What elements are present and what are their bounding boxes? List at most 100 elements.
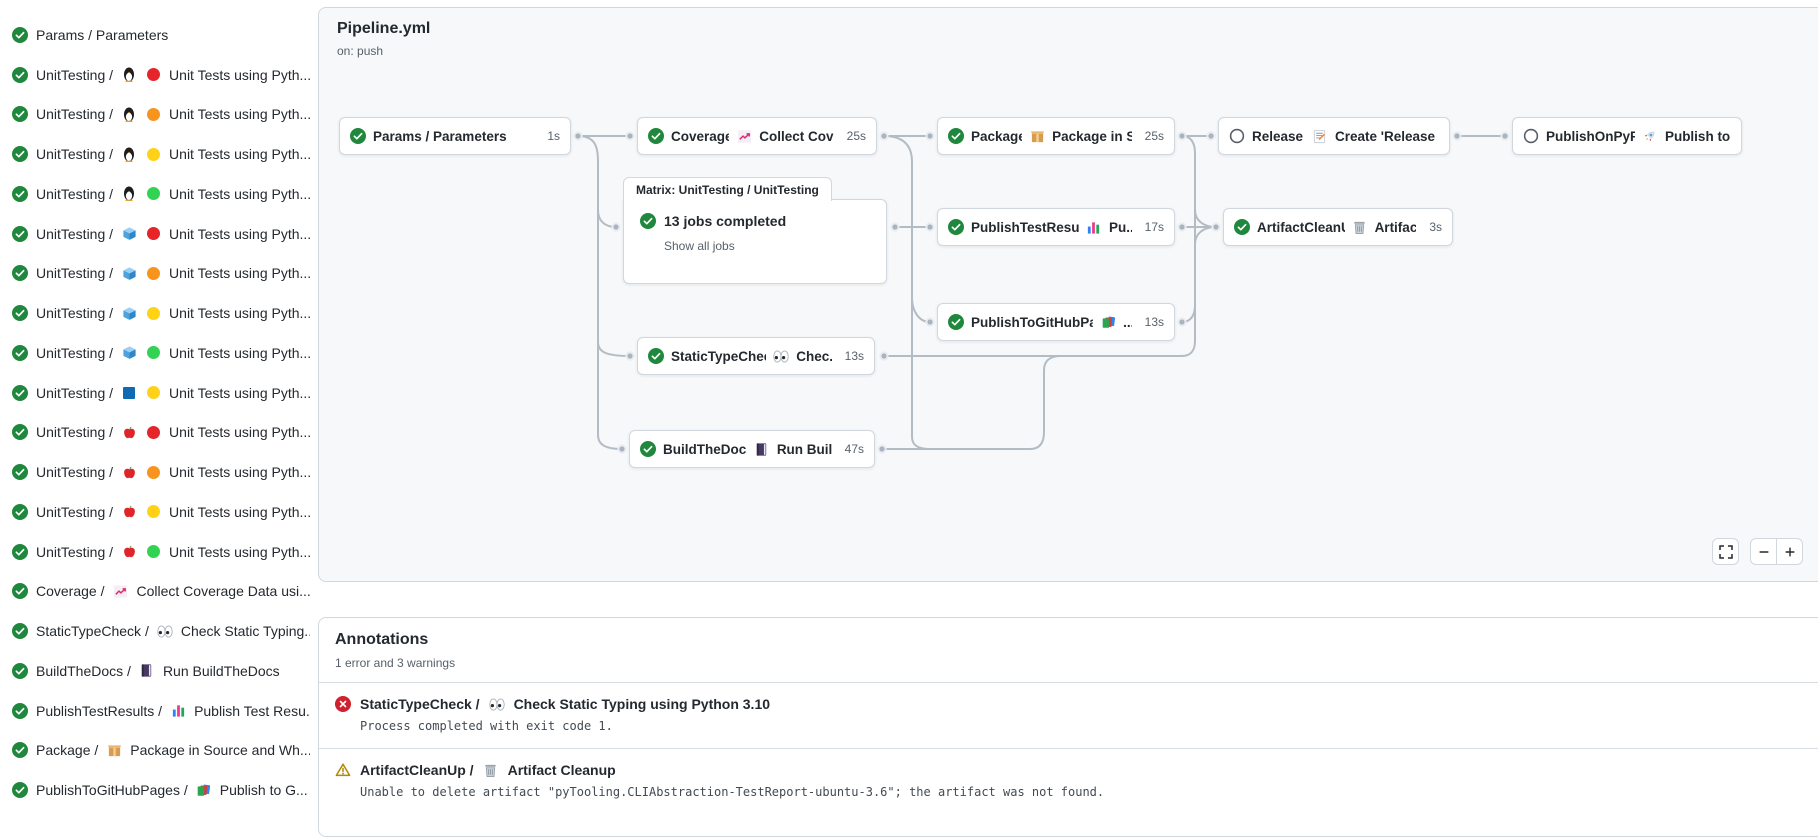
job-list-item[interactable]: BuildTheDocs /Run BuildTheDocs [0, 651, 310, 691]
success-icon [948, 219, 964, 235]
green-dot-icon [145, 544, 161, 560]
blue-cube-icon [121, 305, 137, 321]
yellow-dot-icon [145, 146, 161, 162]
node-duration: 25s [841, 129, 866, 143]
graph-node-artifact-cleanup[interactable]: ArtifactCleanUp / Artifac...3s [1223, 208, 1453, 246]
blue-cube-icon [121, 265, 137, 281]
graph-node-build-the-docs[interactable]: BuildTheDocs / Run Buil...47s [629, 430, 875, 468]
job-list-item[interactable]: Package / Package in Source and Wh... [0, 731, 310, 771]
orange-dot-icon [145, 265, 161, 281]
graph-node-publish-test-results[interactable]: PublishTestResults / Pu...17s [937, 208, 1175, 246]
job-label-suffix: Unit Tests using Pyth... [169, 345, 310, 361]
job-label-suffix: Unit Tests using Pyth... [169, 146, 310, 162]
job-label-suffix: Unit Tests using Pyth... [169, 504, 310, 520]
job-list-item[interactable]: UnitTesting /Unit Tests using Pyth... [0, 452, 310, 492]
success-icon [948, 314, 964, 330]
success-icon [12, 663, 28, 679]
job-list-item[interactable]: UnitTesting /Unit Tests using Pyth... [0, 214, 310, 254]
fullscreen-icon [1718, 544, 1734, 560]
fullscreen-button[interactable] [1712, 538, 1739, 565]
job-label-suffix: Package in Source and Wh... [130, 742, 310, 758]
job-list-item[interactable]: UnitTesting /Unit Tests using Pyth... [0, 413, 310, 453]
apple-icon [121, 544, 137, 560]
job-label-suffix: Unit Tests using Pyth... [169, 67, 310, 83]
node-label: StaticTypeCheck / [671, 349, 766, 364]
chart-increasing-icon [112, 583, 128, 599]
job-label-suffix: Publish to G... [220, 782, 308, 798]
blue-cube-icon [121, 226, 137, 242]
matrix-group-box[interactable]: 13 jobs completed Show all jobs [623, 199, 887, 284]
job-label: UnitTesting / [36, 544, 113, 560]
job-label-suffix: Unit Tests using Pyth... [169, 464, 310, 480]
success-icon [12, 265, 28, 281]
minus-icon [1756, 544, 1772, 560]
node-label-suffix: Artifac... [1375, 220, 1417, 235]
node-label-suffix: ... [1123, 315, 1132, 330]
blue-cube-icon [121, 345, 137, 361]
warning-icon [335, 762, 351, 778]
graph-node-publish-to-github-pages[interactable]: PublishToGitHubPages / ...13s [937, 303, 1175, 341]
node-label-suffix: Publish to ... [1665, 129, 1731, 144]
graph-node-coverage[interactable]: Coverage / Collect Cove...25s [637, 117, 877, 155]
job-list-item[interactable]: PublishToGitHubPages / Publish to G... [0, 770, 310, 810]
job-list-item[interactable]: UnitTesting /Unit Tests using Pyth... [0, 373, 310, 413]
job-list-item[interactable]: UnitTesting /Unit Tests using Pyth... [0, 532, 310, 572]
annotation-title[interactable]: StaticTypeCheck /Check Static Typing usi… [335, 696, 1807, 712]
node-duration: 17s [1139, 220, 1164, 234]
job-list-item[interactable]: Coverage /Collect Coverage Data usi... [0, 572, 310, 612]
apple-icon [121, 504, 137, 520]
job-list-item[interactable]: Params / Parameters [0, 15, 310, 55]
annotation-title[interactable]: ArtifactCleanUp /Artifact Cleanup [335, 762, 1807, 778]
graph-node-package[interactable]: Package / Package in So...25s [937, 117, 1175, 155]
job-label: UnitTesting / [36, 305, 113, 321]
job-list-item[interactable]: UnitTesting /Unit Tests using Pyth... [0, 293, 310, 333]
success-icon [12, 385, 28, 401]
job-label: Package / [36, 742, 98, 758]
job-list-sidebar: Params / ParametersUnitTesting / Unit Tes… [0, 15, 310, 810]
node-duration: 13s [1139, 315, 1164, 329]
job-label: UnitTesting / [36, 67, 113, 83]
node-duration: 13s [839, 349, 864, 363]
job-label-suffix: Unit Tests using Pyth... [169, 106, 310, 122]
plus-icon [1782, 544, 1798, 560]
bar-chart-icon [1086, 219, 1102, 235]
job-list-item[interactable]: UnitTesting /Unit Tests using Pyth... [0, 492, 310, 532]
success-icon [12, 424, 28, 440]
graph-node-publish-on-pypi[interactable]: PublishOnPyPI / Publish to ... [1512, 117, 1742, 155]
zoom-control-group [1750, 538, 1803, 565]
graph-node-release[interactable]: Release / Create 'Release P... [1218, 117, 1450, 155]
graph-node-params[interactable]: Params / Parameters1s [339, 117, 571, 155]
node-duration: 47s [839, 442, 864, 456]
graph-node-static-type-check[interactable]: StaticTypeCheck / Chec... 13s [637, 337, 875, 375]
node-label-suffix: Chec... [796, 349, 831, 364]
job-label: UnitTesting / [36, 226, 113, 242]
success-icon [350, 128, 366, 144]
job-list-item[interactable]: StaticTypeCheck /Check Static Typing... [0, 611, 310, 651]
matrix-group-tab[interactable]: Matrix: UnitTesting / UnitTesting [623, 177, 832, 201]
job-list-item[interactable]: PublishTestResults /Publish Test Resu... [0, 691, 310, 731]
success-icon [12, 345, 28, 361]
books-icon [1100, 314, 1116, 330]
node-label: Coverage / [671, 129, 729, 144]
job-list-item[interactable]: UnitTesting / Unit Tests using Pyth... [0, 55, 310, 95]
node-label: PublishOnPyPI / [1546, 129, 1635, 144]
job-label: PublishToGitHubPages / [36, 782, 188, 798]
job-list-item[interactable]: UnitTesting /Unit Tests using Pyth... [0, 134, 310, 174]
annotation-step: Artifact Cleanup [508, 762, 616, 778]
node-label-suffix: Pu... [1109, 220, 1132, 235]
job-label-suffix: Unit Tests using Pyth... [169, 186, 310, 202]
wastebasket-icon [1352, 219, 1368, 235]
show-all-jobs-link[interactable]: Show all jobs [664, 239, 870, 253]
job-label-suffix: Check Static Typing... [181, 623, 310, 639]
success-icon [12, 742, 28, 758]
yellow-dot-icon [145, 385, 161, 401]
zoom-out-button[interactable] [1751, 539, 1776, 564]
job-list-item[interactable]: UnitTesting /Unit Tests using Pyth... [0, 333, 310, 373]
job-list-item[interactable]: UnitTesting /Unit Tests using Pyth... [0, 254, 310, 294]
job-list-item[interactable]: UnitTesting /Unit Tests using Pyth... [0, 95, 310, 135]
job-list-item[interactable]: UnitTesting /Unit Tests using Pyth... [0, 174, 310, 214]
wastebasket-icon [483, 762, 499, 778]
error-icon [335, 696, 351, 712]
success-icon [648, 348, 664, 364]
zoom-in-button[interactable] [1776, 539, 1802, 564]
